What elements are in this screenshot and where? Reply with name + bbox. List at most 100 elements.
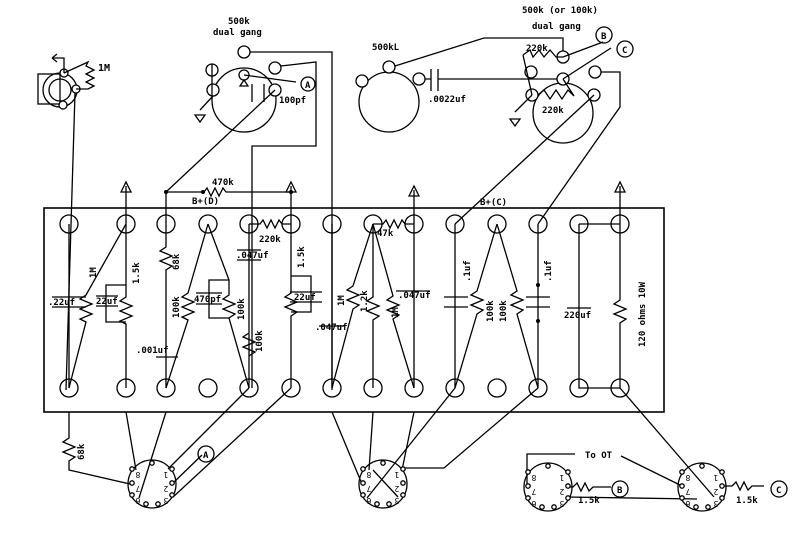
tube-socket-1[interactable] [61,387,292,509]
socket-2-pin-6-lug [360,492,366,498]
label-047uf-a: .047uf [236,251,269,261]
socket-2-nc-lug-0 [380,460,386,466]
label-100k-c: 100k [255,330,265,352]
capacitor-22uf-a [52,296,86,308]
label-to-ot: To OT [585,451,613,461]
resistor-1m-b [331,223,374,389]
pot-500k-dual[interactable] [165,45,333,390]
socket-1-pin-2: 2 [163,484,168,493]
label-0022uf: .0022uf [428,95,466,105]
socket-4-pin-3: 3 [713,499,718,508]
label-047uf-c: .047uf [398,291,431,301]
tag-c-bottom-label: C [776,486,781,496]
pot-500kl[interactable] [355,37,564,133]
label-1m-a: 1M [89,267,99,278]
tube-socket-3[interactable] [523,453,698,512]
socket-1-pin-7-lug [129,480,135,486]
socket-4-nc-lug-1 [693,504,699,510]
label-120-10w: 120 ohms 10W [638,281,648,347]
tag-a-bottom-label: A [203,451,209,461]
label-470k: 470k [212,178,234,188]
label-220k-bottom: 220k [542,106,564,116]
label-22uf-b: 22uf [96,297,118,307]
resistor-1-5k-c [567,481,611,493]
resistor-68k-b [61,412,131,485]
tag-b-top-label: B [601,32,607,42]
socket-3-pin-8-lug [525,469,531,475]
capacitor-0022uf [425,69,563,91]
label-1m-jack: 1M [98,63,110,74]
label-1-5k-d: 1.5k [736,496,758,506]
socket-2-pin-6: 6 [366,496,371,505]
resistor-220k-board [249,218,291,230]
resistor-120-10w [612,224,628,388]
socket-1-pin-2-lug [169,480,175,486]
label-220k-top: 220k [526,44,548,54]
socket-2-pin-3-lug [400,492,406,498]
socket-4-nc-lug-2 [705,504,711,510]
resistor-1m-c [372,223,415,389]
label-22uf-c: 22uf [294,293,316,303]
label-1m-c: 1M [391,307,401,318]
socket-4-pin-2: 2 [713,487,718,496]
label-1-5k-b: 1.5k [297,246,307,268]
socket-1-pin-3: 3 [163,496,168,505]
socket-1-pin-3-lug [169,492,175,498]
socket-3-nc-lug-0 [545,463,551,469]
label-22uf-a: .22uf [48,298,75,308]
socket-1-pin-1-lug [169,466,175,472]
socket-4-pin-8-lug [679,469,685,475]
resistor-1m-a [68,223,127,389]
tube-socket-2[interactable] [331,387,539,509]
resistor-220k-top [522,48,563,96]
label-pot1-value: 500k [228,17,250,27]
ground-icon [193,95,214,124]
socket-1-pin-1: 1 [163,470,168,479]
tag-c-bottom [770,480,788,498]
socket-2-pin-1: 1 [394,470,399,479]
socket-1-nc-lug-1 [143,501,149,507]
ground-icon [508,94,533,128]
tube-socket-4[interactable] [619,387,764,512]
socket-4-pin-6: 6 [685,499,690,508]
socket-4-pin-2-lug [719,483,725,489]
socket-1-pin-8: 8 [135,470,140,479]
label-100k-e: 100k [499,300,509,322]
socket-3-nc-lug-1 [539,504,545,510]
socket-3-pin-2: 2 [559,487,564,496]
socket-3-pin-3-lug [565,495,571,501]
tag-b-bottom [611,480,629,498]
socket-2-pin-7: 7 [366,484,371,493]
socket-4-pin-7-lug [679,483,685,489]
label-220uf: 220uf [564,311,591,321]
socket-2-pin-2-lug [400,480,406,486]
resistor-1m-jack [63,60,96,90]
socket-2-pin-2: 2 [394,484,399,493]
label-1uf-b: .1uf [544,260,554,282]
resistor-100k-c [241,332,257,357]
socket-1-pin-6-lug [129,492,135,498]
socket-3-pin-7: 7 [531,487,536,496]
socket-2-nc-lug-1 [374,501,380,507]
label-1uf-a: .1uf [463,260,473,282]
socket-3-pin-8: 8 [531,473,536,482]
capacitor-1uf-a [444,296,468,308]
capacitor-470pf [196,279,229,319]
socket-4-pin-3-lug [719,495,725,501]
socket-2-pin-8-lug [360,466,366,472]
capacitor-047uf-a [237,249,261,261]
socket-3-pin-1-lug [565,469,571,475]
ground-icon [51,53,65,73]
label-68k-a: 68k [172,253,182,270]
resistor-47k [373,218,415,388]
label-47k: 47k [377,229,394,239]
resistor-100k-e [496,223,539,389]
label-220k-board: 220k [259,235,281,245]
pot-500k-dual-2[interactable] [454,41,621,225]
socket-4-pin-8: 8 [685,473,690,482]
socket-4-pin-6-lug [679,495,685,501]
label-470pf: 470pf [194,295,221,305]
socket-3-pin-7-lug [525,483,531,489]
tag-b-top [595,26,613,44]
